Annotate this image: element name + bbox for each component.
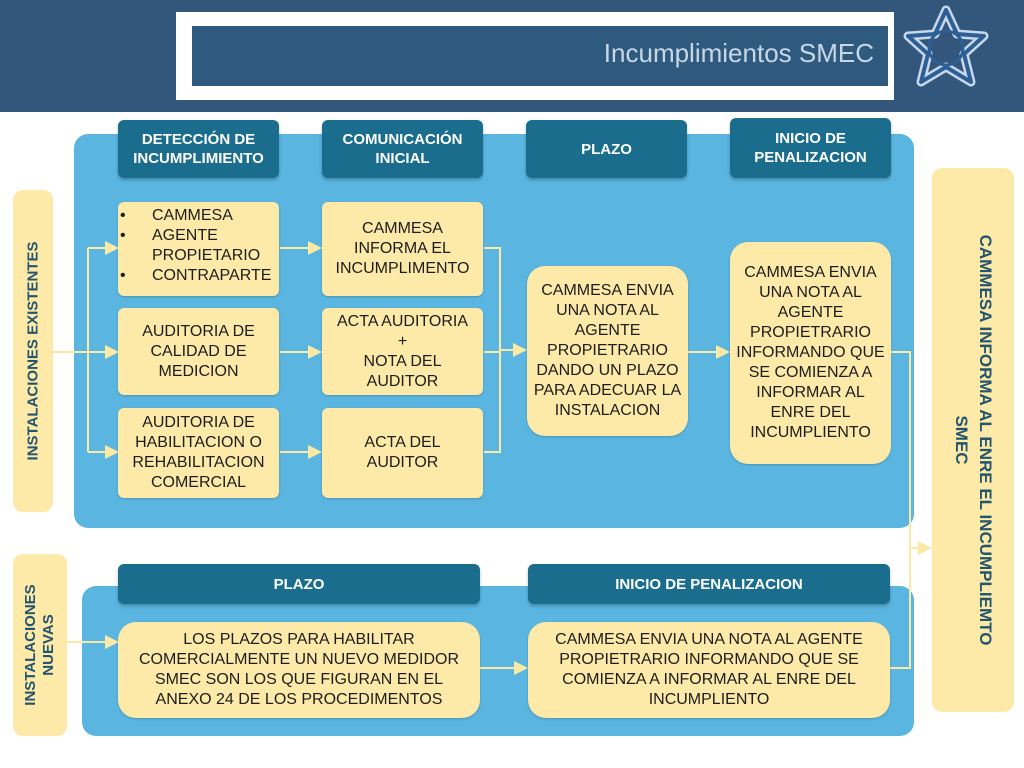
detection-audit-habilitation-box: AUDITORIA DE HABILITACION O REHABILITACI… (118, 408, 279, 498)
comm-cammesa-box: CAMMESA INFORMA EL INCUMPLIMENTO (322, 202, 483, 296)
penal-note-box: CAMMESA ENVIA UNA NOTA AL AGENTE PROPIET… (730, 242, 891, 464)
header-deteccion: DETECCIÓN DE INCUMPLIMIENTO (118, 120, 279, 178)
header-plazo: PLAZO (526, 120, 687, 178)
existing-side-label: INSTALACIONES EXISTENTES (13, 190, 53, 512)
comm-acta-line2: + (397, 332, 408, 350)
header-deteccion-line1: DETECCIÓN DE (141, 131, 256, 148)
new-plazo-box: LOS PLAZOS PARA HABILITAR COMERCIALMENTE… (118, 622, 480, 718)
header-penal-line2: PENALIZACION (754, 149, 867, 166)
header-plazo-line1: PLAZO (581, 140, 632, 158)
comm-acta-nota-box: ACTA AUDITORIA + NOTA DEL AUDITOR (322, 308, 483, 395)
comm-acta-auditor-box: ACTA DEL AUDITOR (322, 408, 483, 498)
detection-bullets-box: CAMMESA AGENTE PROPIETARIO CONTRAPARTE (118, 202, 279, 296)
new-header-penalizacion: INICIO DE PENALIZACION (528, 564, 890, 604)
detection-audit-quality-box: AUDITORIA DE CALIDAD DE MEDICION (118, 308, 279, 395)
header-deteccion-line2: INCUMPLIMIENTO (133, 150, 264, 167)
list-item: CAMMESA (120, 206, 275, 226)
enre-side-label: CAMMESA INFORMA AL ENRE EL INCUMPLIEMTO … (932, 168, 1014, 712)
comm-acta-line1: ACTA AUDITORIA (337, 312, 468, 330)
title-bar (192, 26, 888, 86)
header-comunicacion: COMUNICACIÓN INICIAL (322, 120, 483, 178)
detection-bullet-list: CAMMESA AGENTE PROPIETARIO CONTRAPARTE (118, 206, 275, 286)
page-title: Incumplimientos SMEC (603, 38, 874, 68)
header-comunicacion-line1: COMUNICACIÓN (342, 131, 463, 148)
list-item: AGENTE PROPIETARIO (120, 226, 275, 266)
plazo-note-box: CAMMESA ENVIA UNA NOTA AL AGENTE PROPIET… (527, 266, 688, 436)
star-ring-logo-icon (903, 5, 989, 87)
header-inicio-penalizacion: INICIO DE PENALIZACION (730, 118, 891, 178)
header-penal-line1: INICIO DE (775, 130, 846, 147)
new-penal-box: CAMMESA ENVIA UNA NOTA AL AGENTE PROPIET… (528, 622, 890, 718)
header-comunicacion-line2: INICIAL (375, 150, 430, 167)
new-header-plazo: PLAZO (118, 564, 480, 604)
comm-merge (484, 247, 501, 453)
new-side-label: INSTALACIONES NUEVAS (13, 554, 67, 736)
line-penal-enre (890, 351, 911, 669)
comm-acta-line3: NOTA DEL AUDITOR (363, 352, 442, 390)
list-item: CONTRAPARTE (120, 266, 275, 286)
